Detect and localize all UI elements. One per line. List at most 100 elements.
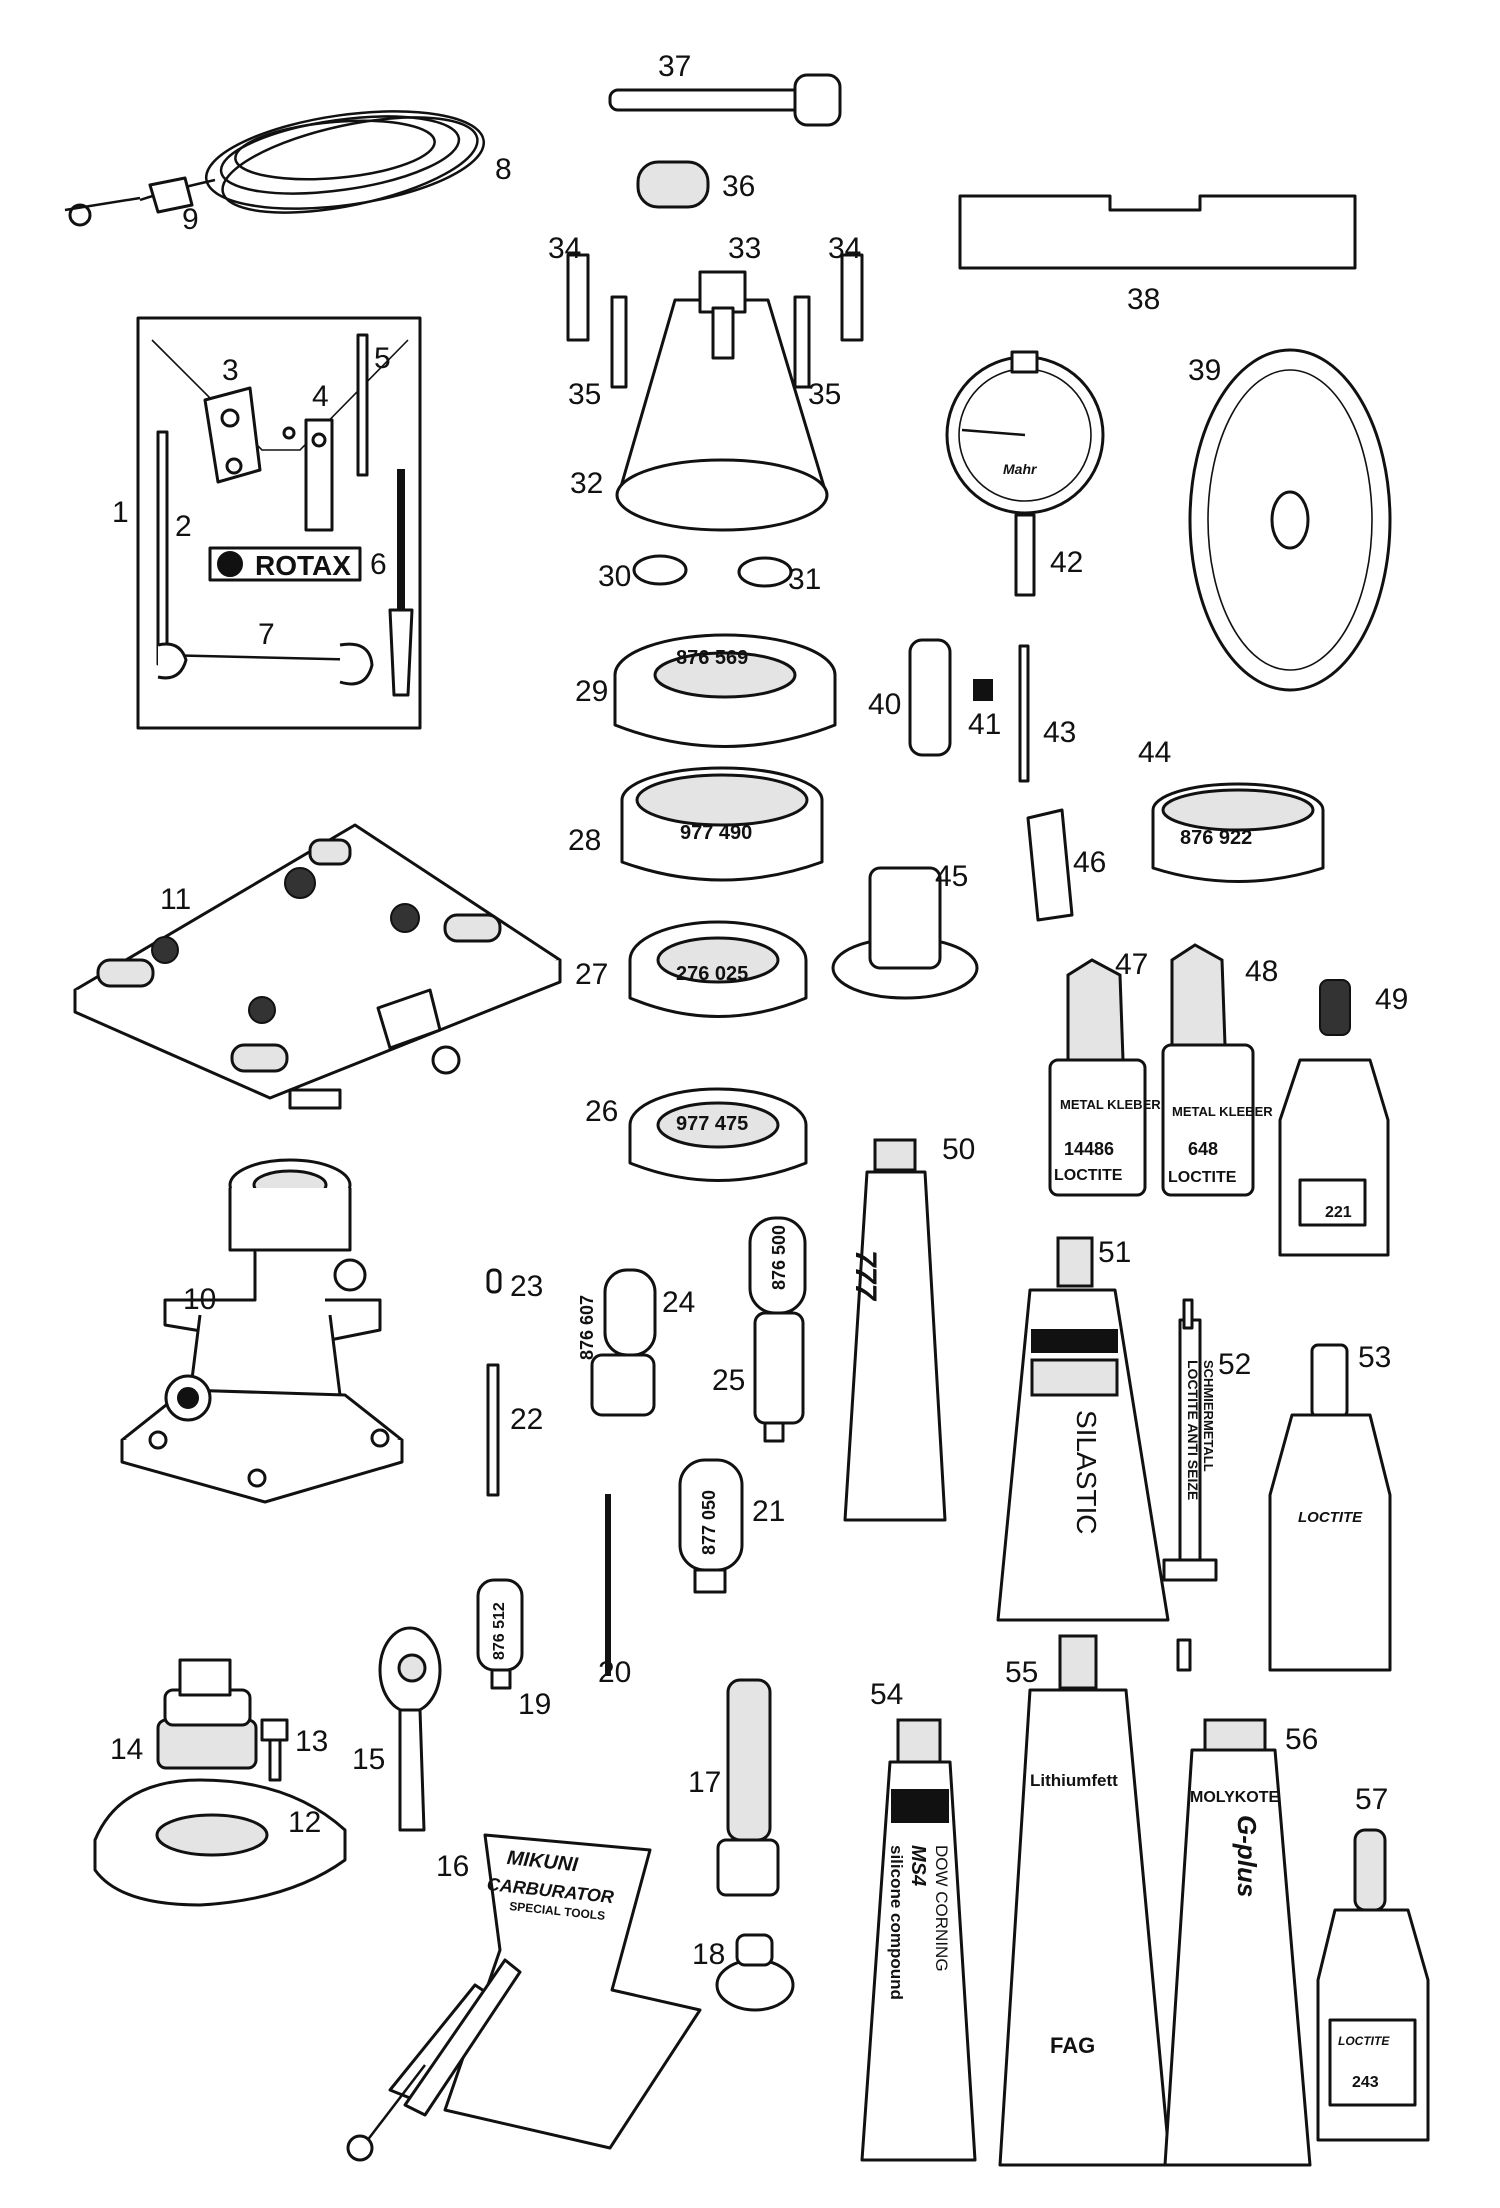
tube-50-mark: 777 <box>849 1250 882 1301</box>
part-number-29: 29 <box>575 675 609 708</box>
bottle-47-label: METAL KLEBER <box>1060 1097 1161 1112</box>
part-number-38: 38 <box>1127 283 1161 316</box>
bottle-48-label: METAL KLEBER <box>1172 1104 1273 1119</box>
silicone-compound-label: silicone compound <box>887 1845 906 2000</box>
bottle-53-brand: LOCTITE <box>1298 1509 1363 1526</box>
part-number-5: 5 <box>374 342 391 375</box>
part-number-14: 14 <box>110 1733 144 1766</box>
part-number-8: 8 <box>495 153 512 186</box>
part-number-34-left: 34 <box>548 232 582 265</box>
part-number-11: 11 <box>160 883 192 916</box>
dial-gauge <box>908 350 1105 783</box>
ring-44-code: 876 922 <box>1180 827 1253 849</box>
fag-label: FAG <box>1050 2033 1096 2058</box>
part-number-53: 53 <box>1358 1341 1392 1374</box>
rotax-label: ROTAX <box>255 550 351 581</box>
bottle-47 <box>1048 958 1147 1197</box>
part-number-52: 52 <box>1218 1348 1252 1381</box>
part-number-51: 51 <box>1098 1236 1132 1269</box>
part-number-17: 17 <box>688 1766 722 1799</box>
gplus-label: G-plus <box>1232 1815 1262 1898</box>
molykote-label: MOLYKOTE <box>1190 1789 1280 1806</box>
part-number-55: 55 <box>1005 1656 1039 1689</box>
part-number-57: 57 <box>1355 1783 1389 1816</box>
part-number-6: 6 <box>370 548 387 581</box>
crankcase-puller <box>566 73 864 588</box>
part-number-49: 49 <box>1375 983 1409 1016</box>
bottle-48-code: 648 <box>1188 1139 1219 1159</box>
part-number-21: 21 <box>752 1495 786 1528</box>
part-number-31: 31 <box>788 563 822 596</box>
ring-28-code: 977 490 <box>680 822 753 844</box>
part-number-44: 44 <box>1138 736 1172 769</box>
bottle-47-brand: LOCTITE <box>1054 1167 1123 1184</box>
bottle-47-code: 14486 <box>1064 1139 1115 1159</box>
part-number-22: 22 <box>510 1403 544 1436</box>
pin-19-code: 876 512 <box>491 1602 508 1660</box>
pin-wrench <box>378 1626 442 1832</box>
part-number-35-right: 35 <box>808 378 842 411</box>
tube-50 <box>843 1138 947 1522</box>
mikuni-tool-kit <box>346 1833 702 2162</box>
dow-corning-label: DOW CORNING <box>932 1845 951 1972</box>
syringe-sublabel: SCHMIERMETALL <box>1201 1360 1216 1472</box>
part-number-30: 30 <box>598 560 632 593</box>
bottle-53 <box>1268 1343 1392 1672</box>
part-number-39: 39 <box>1188 354 1222 387</box>
cable-coil <box>64 110 486 227</box>
part-number-35-left: 35 <box>568 378 602 411</box>
part-number-40: 40 <box>868 688 902 721</box>
part-number-48: 48 <box>1245 955 1279 988</box>
part-number-23: 23 <box>510 1270 544 1303</box>
part-number-33: 33 <box>728 232 762 265</box>
part-number-47: 47 <box>1115 948 1149 981</box>
part-number-20: 20 <box>598 1656 632 1689</box>
part-number-4: 4 <box>312 380 329 413</box>
part-number-36: 36 <box>722 170 756 203</box>
pin-24-code: 876 607 <box>577 1294 597 1360</box>
bottle-49-code: 221 <box>1325 1204 1352 1221</box>
part-number-19: 19 <box>518 1688 552 1721</box>
ring-29-code: 876 569 <box>676 647 749 669</box>
part-number-50: 50 <box>942 1133 976 1166</box>
cutting-disc <box>1188 348 1392 692</box>
tube-51 <box>996 1236 1170 1622</box>
alignment-strip <box>958 194 1357 270</box>
pin-21-code: 877 050 <box>699 1489 719 1555</box>
part-number-13: 13 <box>295 1725 329 1758</box>
part-number-43: 43 <box>1043 716 1077 749</box>
feeler-46 <box>1026 808 1074 922</box>
part-number-16: 16 <box>436 1850 470 1883</box>
bottle-48 <box>1161 943 1255 1197</box>
pin-tools <box>476 1216 807 1690</box>
part-number-1: 1 <box>112 496 129 529</box>
flywheel-puller <box>93 1658 347 1907</box>
part-number-2: 2 <box>175 510 192 543</box>
part-number-15: 15 <box>352 1743 386 1776</box>
bottle-57 <box>1316 1828 1430 2142</box>
tube-56 <box>1163 1718 1312 2167</box>
lithiumfett-label: Lithiumfett <box>1030 1771 1118 1790</box>
part-number-37: 37 <box>658 50 692 83</box>
base-plate <box>73 823 562 1110</box>
ring-44 <box>1151 782 1325 883</box>
part-number-9: 9 <box>182 203 199 236</box>
part-number-56: 56 <box>1285 1723 1319 1756</box>
ring-stack <box>613 633 837 1182</box>
engine-stand <box>120 1158 404 1504</box>
ring-26-code: 977 475 <box>676 1113 749 1135</box>
dial-brand: Mahr <box>1003 461 1037 477</box>
part-number-10: 10 <box>183 1283 217 1316</box>
part-number-12: 12 <box>288 1806 322 1839</box>
ring-27-code: 276 025 <box>676 963 749 985</box>
part-number-26: 26 <box>585 1095 619 1128</box>
part-number-34-right: 34 <box>828 232 862 265</box>
drift-tool <box>715 1678 795 2012</box>
part-number-28: 28 <box>568 824 602 857</box>
tube-54 <box>860 1718 977 2162</box>
syringe-52 <box>1162 1298 1218 1672</box>
syringe-label: LOCTITE ANTI SEIZE <box>1185 1360 1201 1501</box>
part-number-45: 45 <box>935 860 969 893</box>
ms4-label: MS4 <box>907 1845 929 1887</box>
